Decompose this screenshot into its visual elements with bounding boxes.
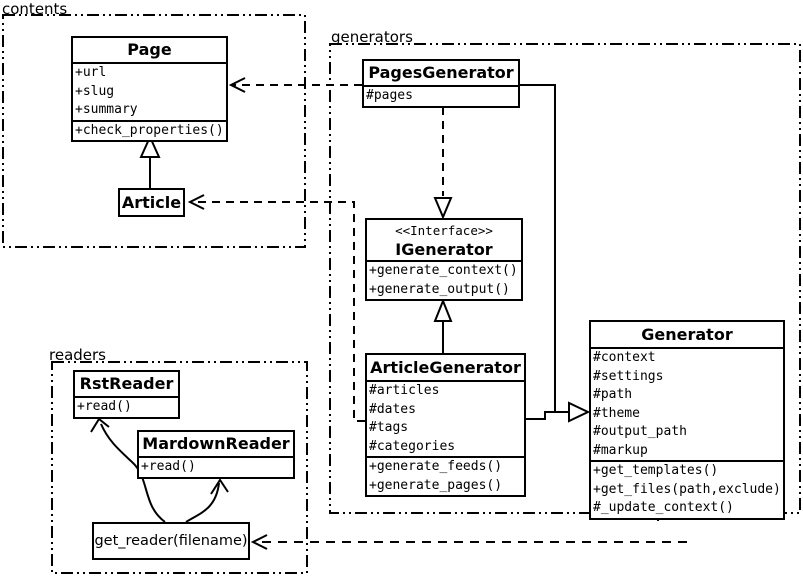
inheritance-articlegenerator-igenerator-triangle (433, 298, 453, 322)
inheritance-pagesgenerator-generator-line (520, 84, 568, 413)
class-igenerator-stereotype: <<Interface>> (395, 223, 493, 238)
inheritance-generator-triangle (568, 401, 591, 423)
attribute: #settings (593, 368, 664, 384)
method: +generate_pages() (369, 477, 503, 493)
class-generator-attributes: #context #settings #path #theme #output_… (591, 349, 783, 462)
package-generators-border (329, 43, 801, 514)
attribute: #categories (369, 438, 456, 454)
attribute: #tags (369, 420, 409, 435)
method: +check_properties() (75, 122, 224, 138)
package-label-readers: readers (49, 346, 106, 364)
arrow-getreader-mardownreader-arrowhead (210, 478, 229, 495)
method: +generate_feeds() (369, 459, 503, 474)
method: +get_templates() (593, 463, 719, 478)
attribute: #markup (593, 442, 648, 458)
attribute: #path (593, 387, 633, 402)
attribute: +slug (75, 83, 115, 99)
attribute: #context (593, 350, 656, 365)
attribute: #articles (369, 383, 440, 398)
class-igenerator: <<Interface>> IGenerator +generate_conte… (365, 218, 523, 301)
class-generator-methods: +get_templates() +get_files(path,exclude… (591, 462, 783, 518)
class-articlegenerator-methods: +generate_feeds() +generate_pages() (367, 458, 524, 495)
dependency-articlegenerator-article-line (192, 201, 365, 422)
method: +get_files(path,exclude) (593, 481, 781, 497)
dependency-articlegenerator-article-arrowhead (187, 194, 205, 210)
class-page-name: Page (73, 38, 226, 64)
class-rstreader-name: RstReader (75, 372, 178, 398)
inheritance-articlegenerator-generator-line (526, 411, 555, 420)
class-igenerator-name: IGenerator (395, 240, 493, 259)
class-generator: Generator #context #settings #path #them… (589, 320, 785, 520)
class-mardownreader: MardownReader +read() (137, 430, 295, 479)
realization-pagesgenerator-igenerator-triangle (433, 197, 453, 220)
class-article: Article (118, 188, 185, 217)
method: +read() (77, 399, 132, 414)
class-igenerator-methods: +generate_context() +generate_output() (367, 262, 521, 299)
class-rstreader: RstReader +read() (73, 370, 180, 419)
class-rstreader-methods: +read() (75, 398, 178, 417)
method: +generate_output() (369, 281, 510, 297)
class-igenerator-header: <<Interface>> IGenerator (367, 220, 521, 262)
inheritance-article-page-triangle (139, 134, 161, 158)
package-label-contents: contents (2, 0, 68, 18)
attribute: #dates (369, 401, 416, 417)
arrow-getreader-mardownreader-line (185, 482, 220, 523)
attribute: #pages (366, 88, 413, 103)
arrow-getreader-rstreader-line (100, 423, 166, 523)
class-pagesgenerator: PagesGenerator #pages (362, 59, 520, 108)
class-articlegenerator: ArticleGenerator #articles #dates #tags … (365, 353, 526, 497)
method: +read() (141, 459, 196, 474)
attribute: #theme (593, 405, 640, 421)
class-mardownreader-name: MardownReader (139, 432, 293, 458)
function-get-reader: get_reader(filename) (92, 522, 250, 560)
method: +generate_context() (369, 263, 518, 278)
package-readers-border (51, 361, 308, 574)
package-label-generators: generators (331, 28, 413, 46)
method: #_update_context() (593, 500, 734, 515)
class-generator-name: Generator (591, 322, 783, 349)
class-pagesgenerator-attributes: #pages (364, 87, 518, 106)
attribute: #output_path (593, 424, 687, 439)
class-page-methods: +check_properties() (73, 122, 226, 141)
attribute: +summary (75, 102, 138, 117)
class-articlegenerator-name: ArticleGenerator (367, 355, 524, 382)
dependency-generator-getreader-arrowhead (250, 534, 268, 550)
class-articlegenerator-attributes: #articles #dates #tags #categories (367, 382, 524, 458)
class-mardownreader-methods: +read() (139, 458, 293, 477)
attribute: +url (75, 65, 107, 80)
class-page-attributes: +url +slug +summary (73, 64, 226, 122)
arrow-getreader-rstreader-arrowhead (90, 417, 110, 433)
package-contents-border (2, 14, 306, 248)
dependency-pagesgenerator-page-arrowhead (228, 77, 246, 93)
class-pagesgenerator-name: PagesGenerator (364, 61, 518, 87)
class-page: Page +url +slug +summary +check_properti… (71, 36, 228, 142)
